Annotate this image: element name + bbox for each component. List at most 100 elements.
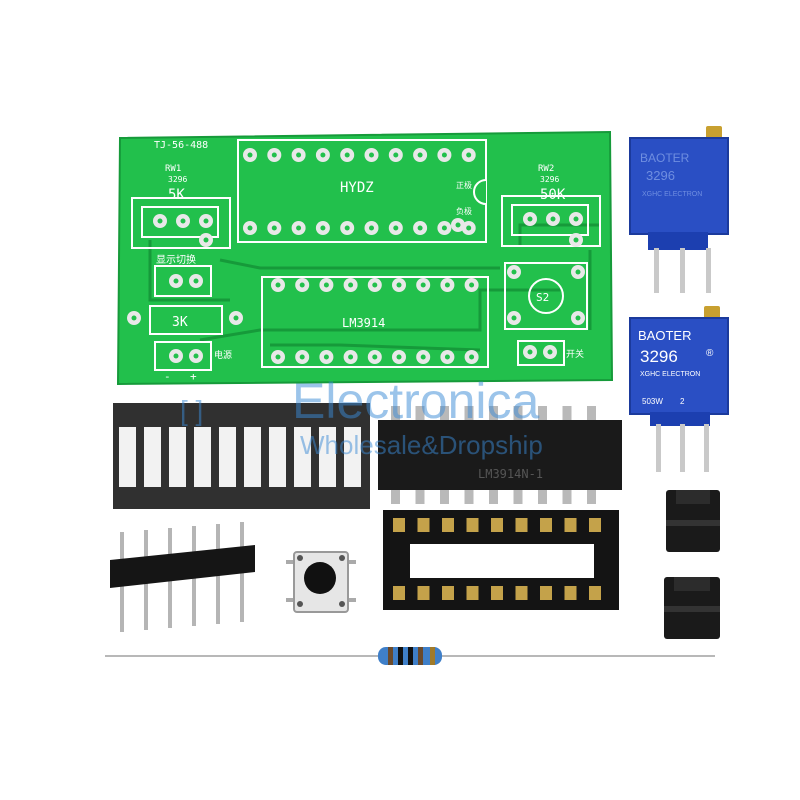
socket-contact-bottom [393,586,405,600]
led-segment [119,427,136,487]
pcb-pad-hole [271,225,277,231]
led-segment [194,427,211,487]
pcb-pad-hole [173,353,179,359]
pcb-pad-hole [180,218,186,224]
pcb-pad-hole [511,269,517,275]
socket-contact-top [564,518,577,532]
led-segment [219,427,236,487]
jumper-cap-top [666,490,720,552]
pcb-pad-hole [466,225,472,231]
pot-bottom-model: 3296 [640,347,678,366]
pcb-pad-hole [348,354,354,360]
led-segment [144,427,161,487]
socket-contact-bottom [417,586,430,600]
pcb-pad-hole [420,354,426,360]
rw1-type: 3296 [168,175,187,184]
positive-label: 正极 [456,180,472,190]
led-bargraph [113,403,370,509]
pcb-pad-hole [320,152,326,158]
ic-pin-top [587,406,596,422]
pcb-pad-hole [275,282,281,288]
socket-contact-bottom [442,586,454,600]
ic-pin-bottom [464,488,474,504]
pcb-pad-hole [296,225,302,231]
pcb-pad-hole [417,152,423,158]
pcb-pad-hole [344,152,350,158]
pcb-pads [127,148,585,364]
pcb-pad-hole [348,282,354,288]
socket-contact-top [442,518,454,532]
rw1-label: RW1 [165,164,181,174]
lm3914-ic: LM3914N-1 [378,406,622,504]
pcb-pad-hole [469,354,475,360]
led-segment [269,427,286,487]
pcb-pad-hole [547,349,553,355]
pot-bottom-maker: XGHC ELECTRON [640,371,700,378]
ic-marking: LM3914N-1 [478,467,543,481]
pcb-pad-hole [323,354,329,360]
pcb-pad-hole [271,152,277,158]
pcb-pad-hole [466,152,472,158]
pot-bottom-pin: 2 [680,397,685,406]
ic-pin-bottom [513,488,523,504]
socket-contact-top [393,518,405,532]
socket-contact-bottom [515,586,528,600]
pot-top-brand: BAOTER [640,151,690,165]
pcb-pad-hole [444,354,450,360]
pcb-pad-hole [527,216,533,222]
power-label: 电源 [214,349,232,361]
pin-header [110,522,255,632]
socket-contact-top [589,518,601,532]
toggle-label: 开关 [566,348,584,360]
ic-pin-bottom [391,488,400,504]
socket-contact-top [491,518,503,532]
ic-pin-bottom [562,488,572,504]
pcb-pad-hole [527,349,533,355]
pcb-pad-hole [420,282,426,288]
socket-contact-top [515,518,528,532]
ic-pin-bottom [489,488,498,504]
pcb-pad-hole [131,315,137,321]
pcb-pad-hole [372,282,378,288]
pcb-pad-hole [372,354,378,360]
resistor [105,647,715,665]
pcb-pad-hole [296,152,302,158]
pcb-pad-hole [320,225,326,231]
pcb-pad-hole [417,225,423,231]
led-segment [319,427,336,487]
pcb-brand: HYDZ [340,180,374,196]
pcb-pad-hole [233,315,239,321]
led-segment [344,427,361,487]
socket-contact-top [466,518,479,532]
potentiometer-top: BAOTER 3296 XGHC ELECTRON [629,126,729,293]
plus-label: + [190,370,197,383]
watermark-title: Electronica [292,373,540,429]
pcb-pad-hole [469,282,475,288]
pcb-pad-hole [203,218,209,224]
ic-pin-bottom [415,488,425,504]
pcb-pad-hole [299,354,305,360]
ic-pin-bottom [538,488,547,504]
pcb-pad-hole [396,282,402,288]
potentiometer-bottom: BAOTER 3296 ® XGHC ELECTRON 503W 2 [629,306,729,472]
pcb-pad-hole [173,278,179,284]
pcb-pad-hole [441,152,447,158]
ic-pin-top [489,406,498,422]
socket-contact-top [540,518,552,532]
ic-pin-top [391,406,400,422]
ic-pin-top [562,406,572,422]
ic-pin-top [464,406,474,422]
rw1-value: 5K [168,187,185,203]
tactile-switch [286,551,356,613]
socket-contact-bottom [540,586,552,600]
pcb-model-label: TJ-56-488 [154,140,208,151]
socket-contact-bottom [466,586,479,600]
led-segment [294,427,311,487]
rw2-value: 50K [540,187,566,203]
minus-label: - [164,370,171,383]
pcb-pad-hole [369,152,374,158]
rw2-type: 3296 [540,175,559,184]
watermark-subtitle: Wholesale&Dropship [300,430,543,460]
pot-bottom-reg: ® [706,348,714,359]
